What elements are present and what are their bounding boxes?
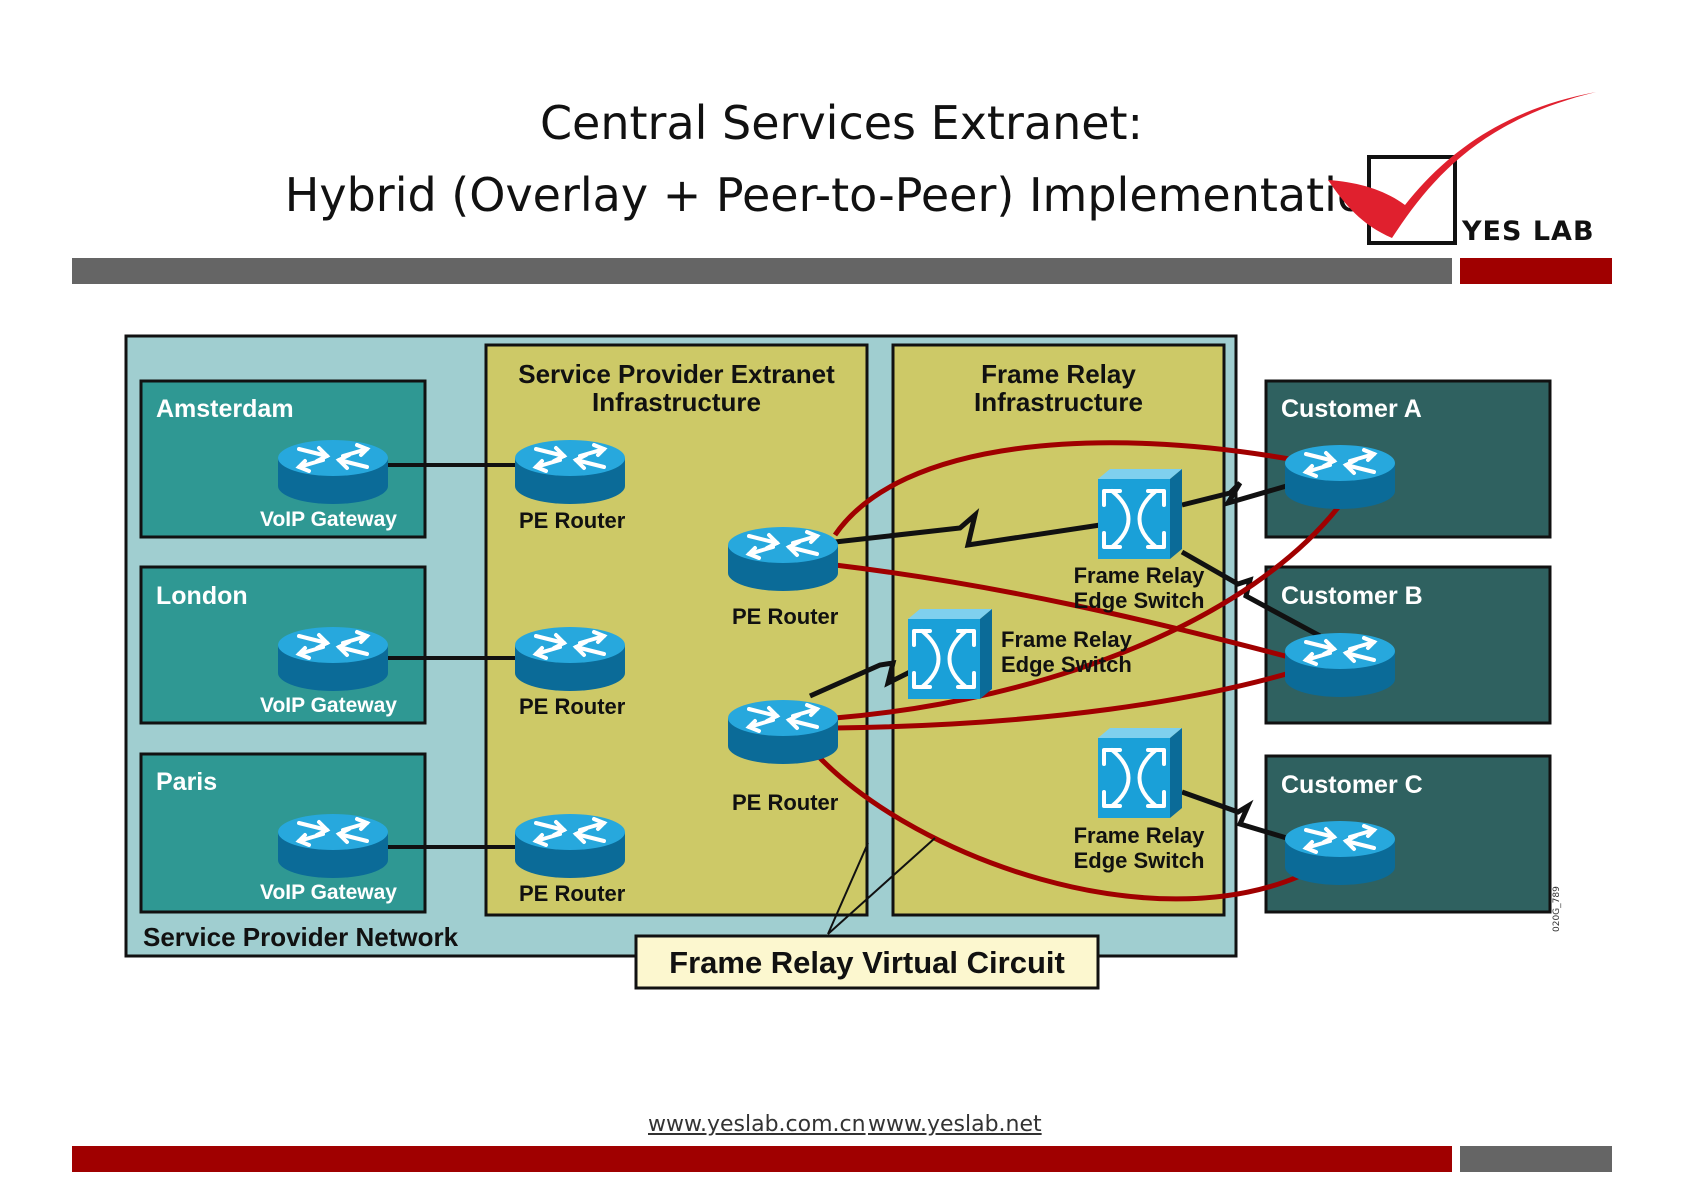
- voip-gateway-label: VoIP Gateway: [260, 508, 397, 531]
- voip-gateway-london-icon: [276, 625, 390, 693]
- figure-code: 020G_789: [1552, 886, 1562, 932]
- fr-edge-switch-3-icon: [1096, 726, 1184, 820]
- pe-router-label: PE Router: [519, 881, 626, 906]
- fr-edge-switch-2-icon: [906, 607, 994, 701]
- voip-gateway-label: VoIP Gateway: [260, 881, 397, 904]
- voip-gateway-paris-icon: [276, 812, 390, 880]
- pe-router-paris-icon: [513, 812, 627, 880]
- customer-label-c: Customer C: [1281, 771, 1423, 799]
- pe-router-label: PE Router: [732, 604, 839, 629]
- top-red-bar: [1460, 258, 1612, 284]
- logo-text: YES LAB: [1462, 216, 1595, 247]
- top-grey-bar: [72, 258, 1452, 284]
- pe-router-fr2-icon: [726, 698, 840, 766]
- frame-relay-header: Frame Relay Infrastructure: [973, 359, 1144, 417]
- customer-box-b: [1264, 565, 1552, 725]
- customer-b-router-icon: [1283, 631, 1397, 699]
- fr-edge-switch-label: Frame Relay Edge Switch: [1073, 823, 1205, 873]
- bottom-red-bar: [72, 1146, 1452, 1172]
- voip-gateway-amsterdam-icon: [276, 438, 390, 506]
- serial-links: [808, 481, 1322, 845]
- customer-label-a: Customer A: [1281, 395, 1422, 423]
- voip-gateway-label: VoIP Gateway: [260, 694, 397, 717]
- callout-label: Frame Relay Virtual Circuit: [669, 945, 1065, 980]
- customer-c-router-icon: [1283, 819, 1397, 887]
- customer-label-b: Customer B: [1281, 582, 1423, 610]
- callout-box: [634, 934, 1100, 990]
- footer-link-cn[interactable]: www.yeslab.com.cn: [648, 1112, 866, 1137]
- page-subtitle: Hybrid (Overlay + Peer-to-Peer) Implemen…: [284, 168, 1395, 222]
- site-label-london: London: [156, 582, 248, 610]
- service-provider-network-label: Service Provider Network: [143, 922, 459, 952]
- checkmark-logo-icon: [1328, 92, 1596, 245]
- fr-edge-switch-1-icon: [1096, 467, 1184, 561]
- pe-router-amsterdam-icon: [513, 438, 627, 506]
- pe-router-label: PE Router: [732, 790, 839, 815]
- pe-router-fr1-icon: [726, 525, 840, 593]
- fr-edge-switch-label: Frame Relay Edge Switch: [1073, 563, 1205, 613]
- callout-pointers: [827, 837, 936, 935]
- pe-router-label: PE Router: [519, 508, 626, 533]
- customer-a-router-icon: [1283, 443, 1397, 511]
- pe-router-label: PE Router: [519, 694, 626, 719]
- pe-router-london-icon: [513, 625, 627, 693]
- bottom-grey-bar: [1460, 1146, 1612, 1172]
- extranet-header: Service Provider Extranet Infrastructure: [518, 359, 835, 417]
- ethernet-links: [385, 463, 520, 849]
- site-label-paris: Paris: [156, 768, 218, 796]
- site-label-amsterdam: Amsterdam: [156, 395, 294, 423]
- page-title: Central Services Extranet:: [539, 96, 1144, 150]
- footer-link-net[interactable]: www.yeslab.net: [868, 1112, 1042, 1137]
- virtual-circuits: [818, 440, 1342, 902]
- fr-edge-switch-label: Frame Relay Edge Switch: [1001, 627, 1132, 677]
